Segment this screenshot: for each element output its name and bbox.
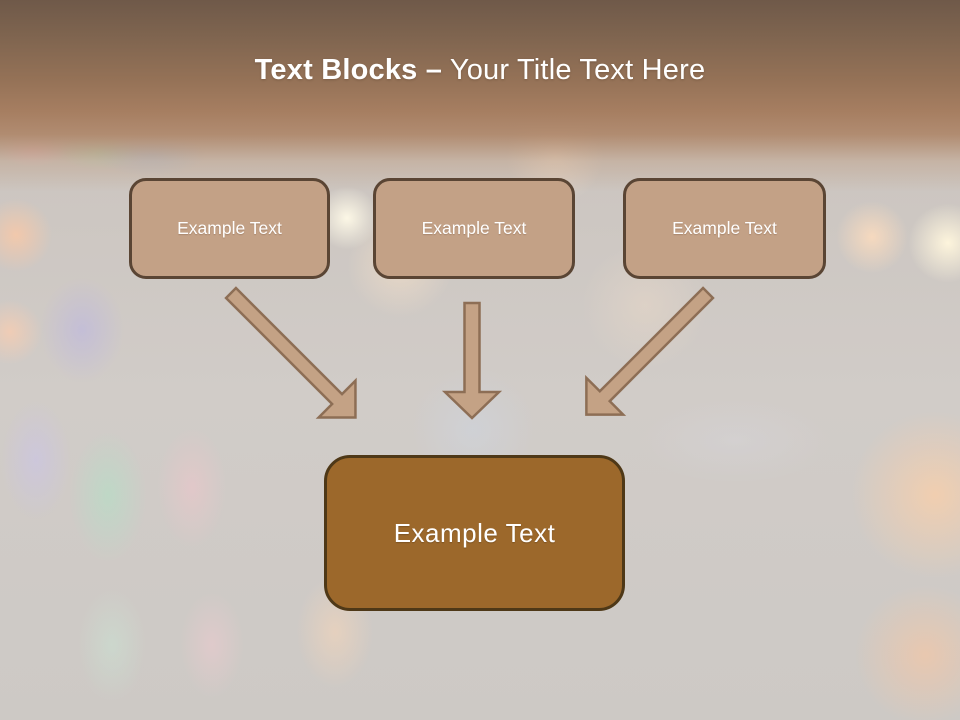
text-block-2: Example Text xyxy=(373,178,575,279)
slide-title-bold: Text Blocks – xyxy=(254,54,443,86)
text-block-2-label: Example Text xyxy=(421,218,527,238)
text-block-3-label: Example Text xyxy=(672,218,777,238)
header-band xyxy=(0,0,960,192)
text-block-1: Example Text xyxy=(129,178,330,279)
text-block-1-label: Example Text xyxy=(177,218,282,238)
slide-title-regular: Your Title Text Here xyxy=(442,54,706,86)
slide-title: Text Blocks – Your Title Text Here xyxy=(0,54,960,87)
text-block-3: Example Text xyxy=(623,178,826,279)
center-text-block: Example Text xyxy=(324,455,625,611)
center-text-block-label: Example Text xyxy=(393,517,556,548)
